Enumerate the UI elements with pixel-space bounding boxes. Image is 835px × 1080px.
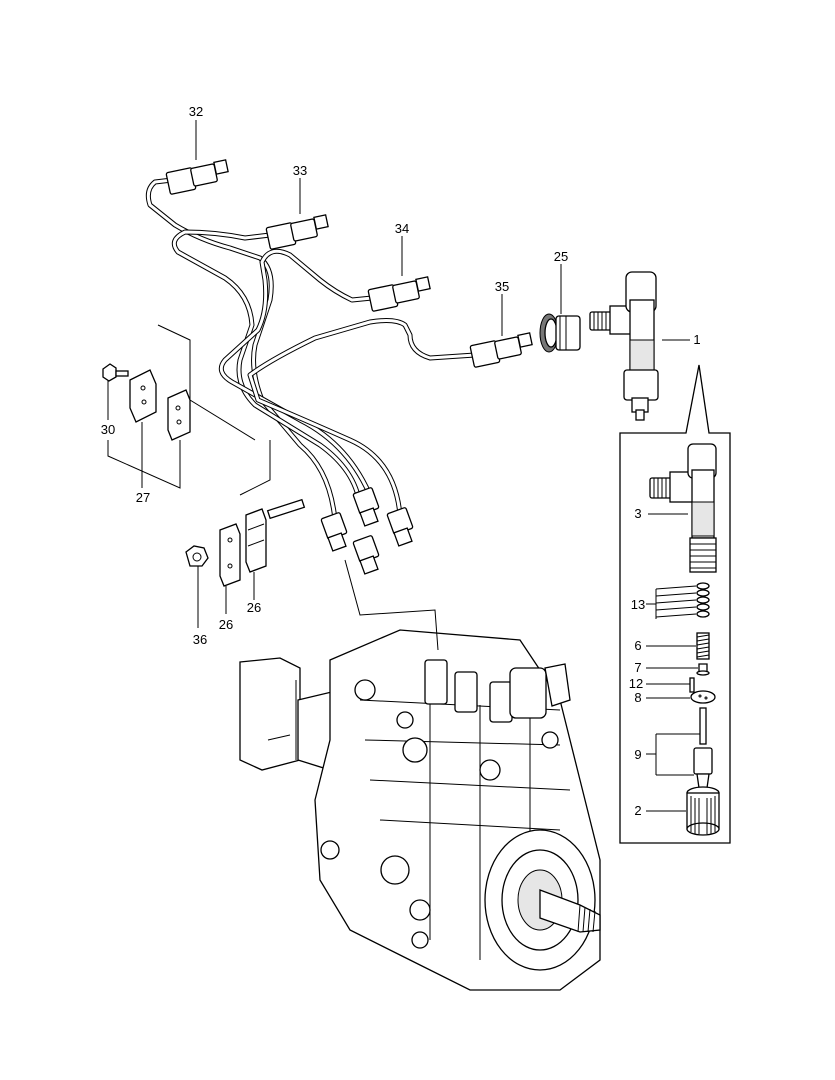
callout-34: 34	[395, 221, 409, 236]
part-30-bolt	[102, 363, 129, 382]
callout-8: 8	[634, 690, 641, 705]
injection-pipes	[145, 177, 478, 523]
callout-25: 25	[554, 249, 568, 264]
pipe-nut-32	[165, 159, 229, 195]
callout-35: 35	[495, 279, 509, 294]
injector-exploded-view	[619, 364, 731, 844]
callout-labels: 32 33 34 35 25 1 30 27 3 13 6 7 12 8 9 2…	[101, 104, 701, 818]
pipe-nut-35	[469, 332, 533, 368]
pipe-nut-33	[265, 214, 329, 250]
callout-9: 9	[634, 747, 641, 762]
callout-12: 12	[629, 676, 643, 691]
callout-36: 36	[193, 632, 207, 647]
callout-33: 33	[293, 163, 307, 178]
part-26-clamp	[219, 498, 306, 587]
callout-7: 7	[634, 660, 641, 675]
callout-1: 1	[693, 332, 700, 347]
part-1-injector	[589, 271, 659, 421]
part-36-nut	[185, 545, 209, 567]
part-25-fitting	[539, 313, 581, 353]
callout-3: 3	[634, 506, 641, 521]
callout-26-right: 26	[247, 600, 261, 615]
callout-26-left: 26	[219, 617, 233, 632]
pipe-nut-34	[367, 276, 431, 312]
pipe-bottom-nuts	[320, 487, 414, 575]
callout-27: 27	[136, 490, 150, 505]
callout-32: 32	[189, 104, 203, 119]
callout-2: 2	[634, 803, 641, 818]
leader-lines	[107, 120, 700, 812]
injection-pump	[239, 629, 601, 991]
part-27-clamp	[129, 369, 191, 441]
callout-30: 30	[101, 422, 115, 437]
callout-13: 13	[631, 597, 645, 612]
callout-6: 6	[634, 638, 641, 653]
